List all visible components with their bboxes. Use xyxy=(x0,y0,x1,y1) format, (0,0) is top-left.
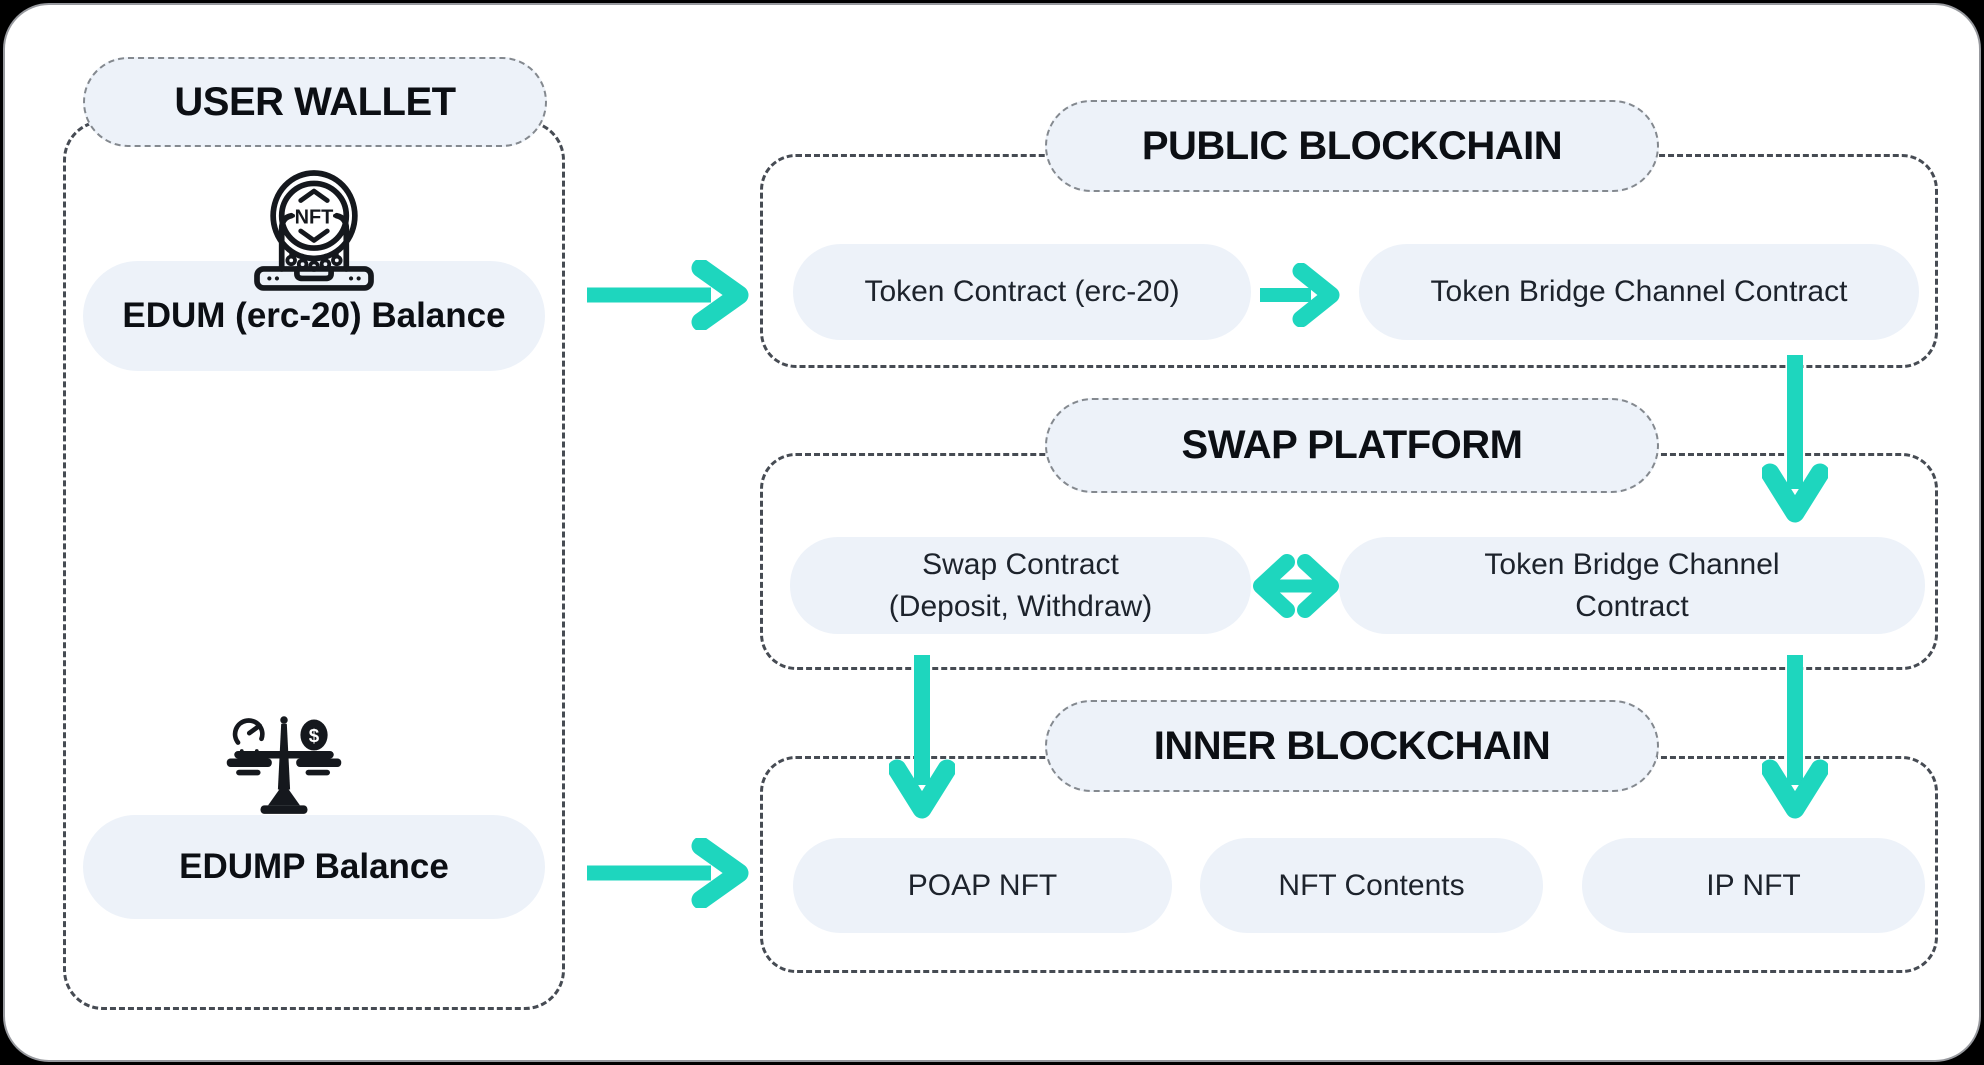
token-bridge-channel-pill-swap: Token Bridge Channel Contract xyxy=(1339,537,1925,634)
edum-balance-pill: EDUM (erc-20) Balance xyxy=(83,261,545,371)
edump-balance-pill: EDUMP Balance xyxy=(83,815,545,919)
dollar-coin xyxy=(300,719,328,751)
swap-contract-line1: Swap Contract xyxy=(922,547,1119,581)
arrow-edump-to-inner-blockchain-icon xyxy=(587,838,749,908)
swap-platform-title: SWAP PLATFORM xyxy=(1181,423,1523,467)
ip-nft-label: IP NFT xyxy=(1706,868,1801,902)
arrow-public-bridge-to-swap-bridge-icon xyxy=(1762,355,1828,523)
poap-nft-label: POAP NFT xyxy=(907,868,1058,902)
inner-blockchain-title-pill: INNER BLOCKCHAIN xyxy=(1045,700,1659,792)
diagram-page: USER WALLET xyxy=(3,3,1981,1062)
arrow-swap-contract-to-token-bridge-icon xyxy=(1253,554,1339,618)
swap-contract-pill: Swap Contract (Deposit, Withdraw) xyxy=(790,537,1251,634)
arrow-swap-contract-to-poap-nft-icon xyxy=(889,655,955,819)
ip-nft-pill: IP NFT xyxy=(1582,838,1925,933)
nft-contents-pill: NFT Contents xyxy=(1200,838,1543,933)
token-bridge-channel-pill-public: Token Bridge Channel Contract xyxy=(1359,244,1919,340)
swap-platform-title-pill: SWAP PLATFORM xyxy=(1045,398,1659,493)
balance-scale-icon: $ xyxy=(226,716,342,814)
inner-blockchain-title: INNER BLOCKCHAIN xyxy=(1153,723,1551,768)
nft-contents-label: NFT Contents xyxy=(1278,868,1465,902)
edum-balance-label: EDUM (erc-20) Balance xyxy=(122,296,506,335)
swap-contract-line2: (Deposit, Withdraw) xyxy=(888,589,1153,623)
user-wallet-title: USER WALLET xyxy=(174,79,456,124)
public-blockchain-title: PUBLIC BLOCKCHAIN xyxy=(1141,123,1563,168)
token-bridge-channel-swap-line1: Token Bridge Channel xyxy=(1484,547,1780,581)
dollar-sign: $ xyxy=(309,725,320,746)
nft-badge-text: NFT xyxy=(295,206,334,228)
public-blockchain-title-pill: PUBLIC BLOCKCHAIN xyxy=(1045,100,1659,192)
token-contract-label: Token Contract (erc-20) xyxy=(864,275,1180,308)
arrow-token-contract-to-token-bridge-icon xyxy=(1260,263,1340,327)
nft-laptop-icon: NFT xyxy=(254,170,374,291)
edump-balance-label: EDUMP Balance xyxy=(179,847,449,886)
arrow-swap-bridge-to-ip-nft-icon xyxy=(1762,655,1828,819)
token-bridge-channel-swap-line2: Contract xyxy=(1575,589,1689,623)
arrow-edum-to-public-blockchain-icon xyxy=(587,260,749,330)
token-bridge-channel-label-public: Token Bridge Channel Contract xyxy=(1430,275,1848,308)
user-wallet-title-pill: USER WALLET xyxy=(83,57,547,147)
token-contract-pill: Token Contract (erc-20) xyxy=(793,244,1251,340)
poap-nft-pill: POAP NFT xyxy=(793,838,1172,933)
